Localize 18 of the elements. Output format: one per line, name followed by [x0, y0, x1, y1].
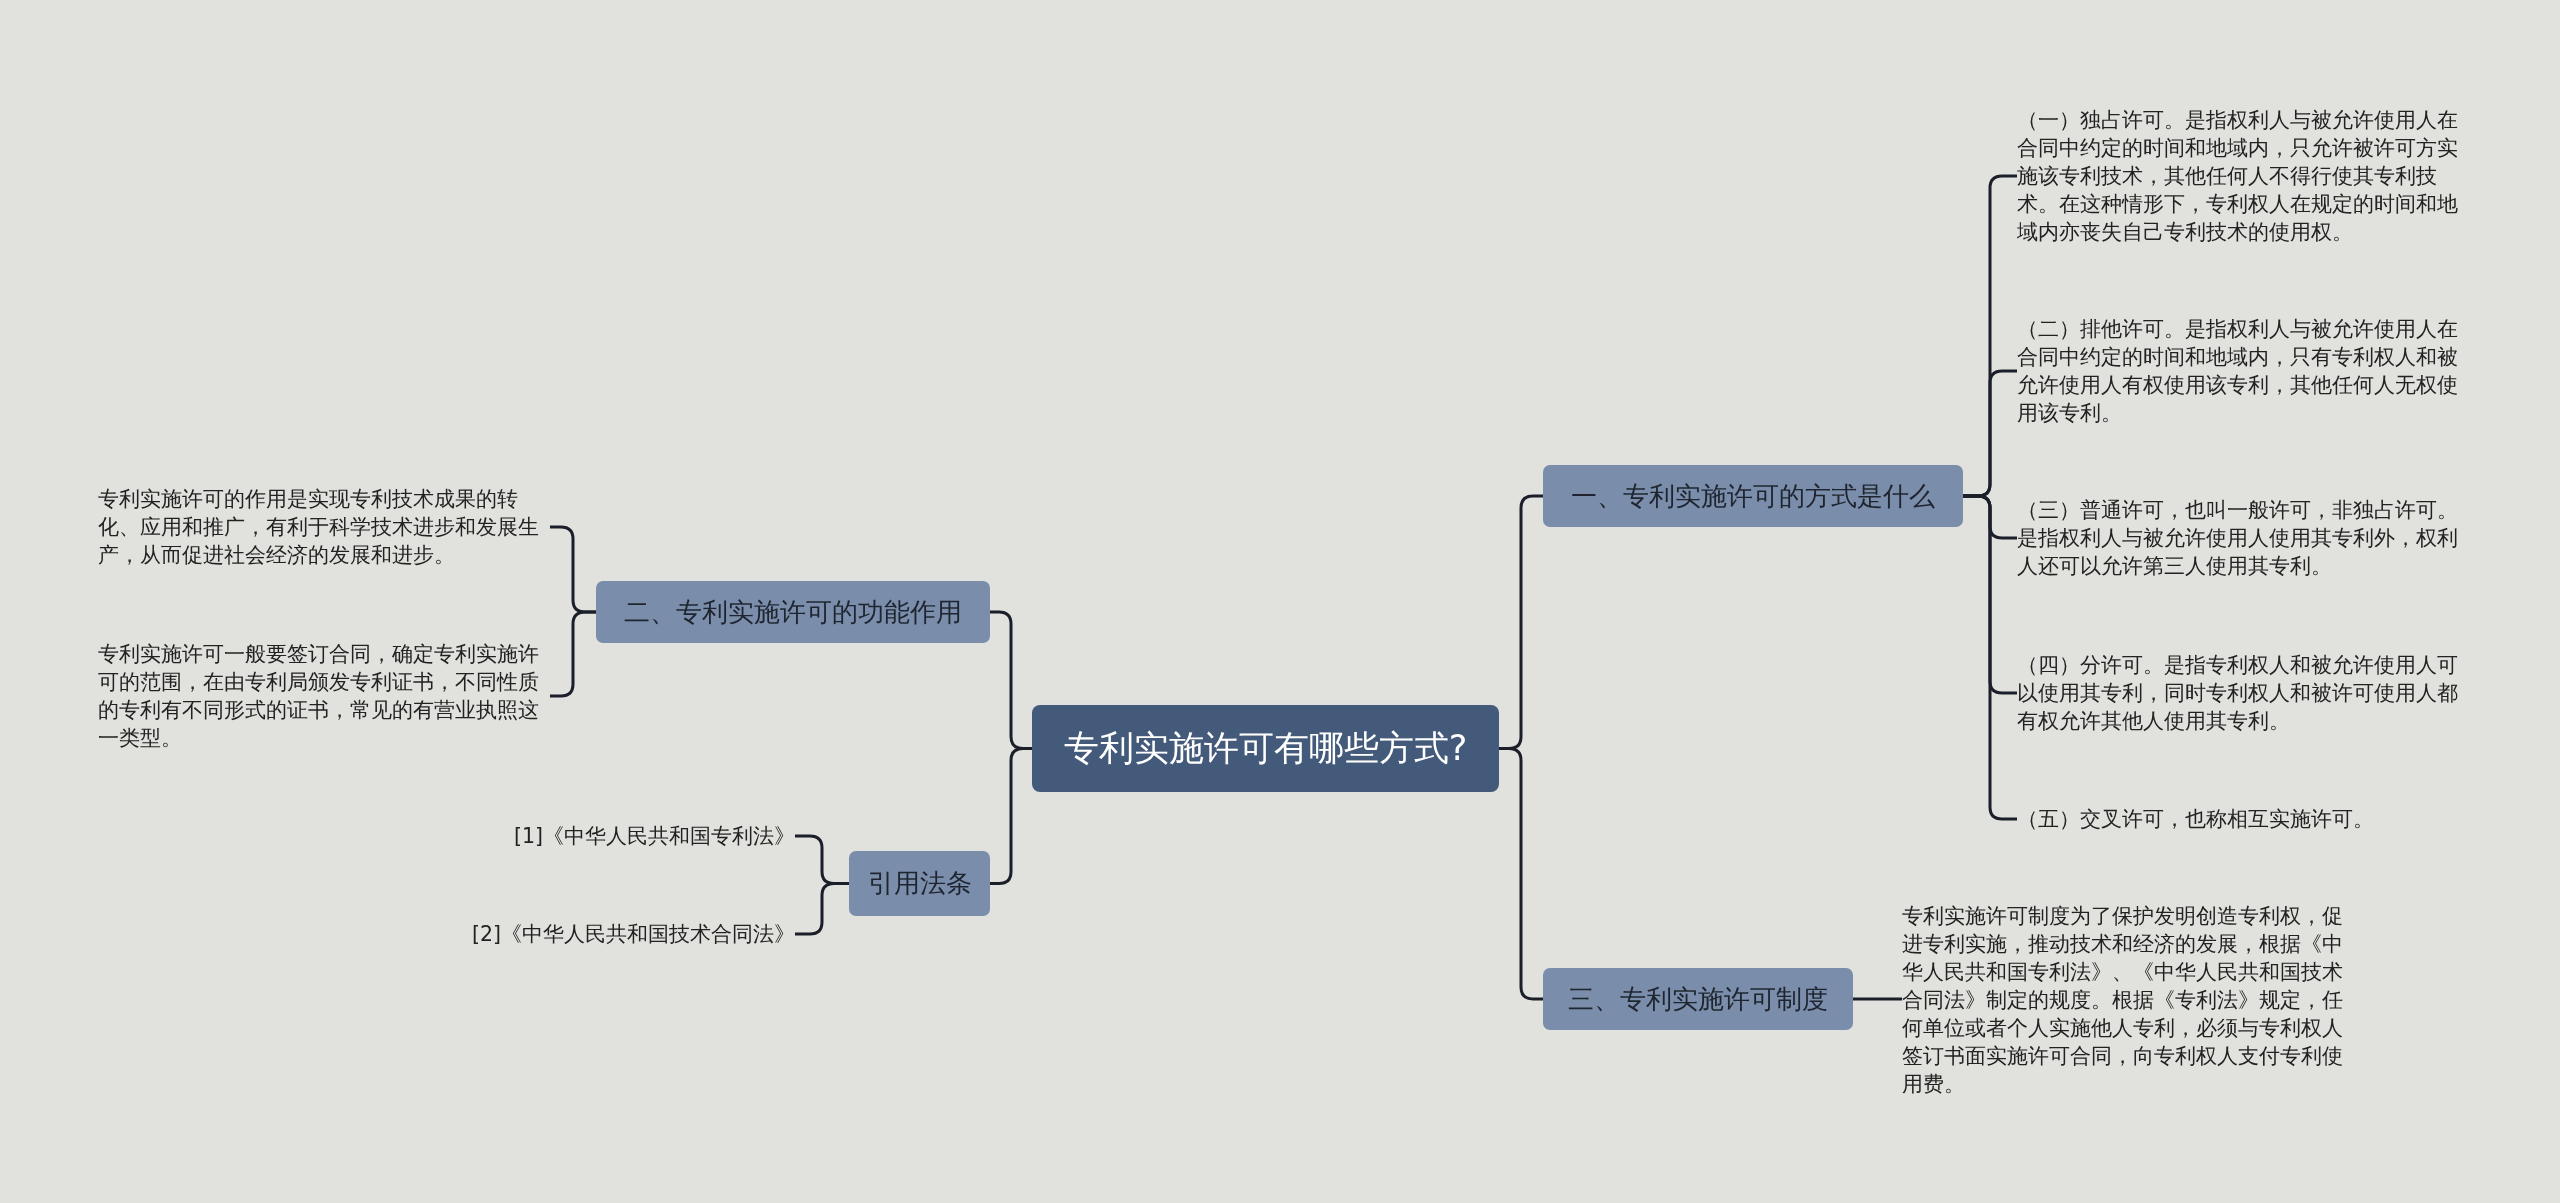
topic-box: 一、专利实施许可的方式是什么 — [1543, 465, 1963, 527]
connector-line — [1853, 997, 1902, 1001]
topic-box: 三、专利实施许可制度 — [1543, 968, 1853, 1030]
connector-line — [1499, 747, 1543, 1001]
topic-text: （五）交叉许可，也称相互实施许可。 — [2017, 805, 2467, 833]
topic-text: （二）排他许可。是指权利人与被允许使用人在合同中约定的时间和地域内，只有专利权人和被允许使用人有权使用该专利，其他任何人无权使用该专利。 — [2017, 315, 2467, 427]
central-topic-box: 专利实施许可有哪些方式? — [1032, 705, 1499, 792]
topic-text: 专利实施许可的作用是实现专利技术成果的转化、应用和推广，有利于科学技术进步和发展生产，从而促进社会经济的发展和进步。 — [98, 485, 550, 569]
topic-box: 二、专利实施许可的功能作用 — [596, 581, 990, 643]
topic-text: [2]《中华人民共和国技术合同法》 — [425, 920, 795, 948]
topic-text: （一）独占许可。是指权利人与被允许使用人在合同中约定的时间和地域内，只允许被许可方实施该专利技术，其他任何人不得行使其专利技术。在这种情形下，专利权人在规定的时间和地域内亦丧失自己专利技术的使用权。 — [2017, 106, 2467, 246]
topic-text: （三）普通许可，也叫一般许可，非独占许可。是指权利人与被允许使用人使用其专利外，权利人还可以允许第三人使用其专利。 — [2017, 496, 2467, 580]
topic-box: 引用法条 — [849, 851, 990, 916]
topic-text: 专利实施许可一般要签订合同，确定专利实施许可的范围，在由专利局颁发专利证书，不同性质的专利有不同形式的证书，常见的有营业执照这一类型。 — [98, 640, 550, 752]
topic-text: 专利实施许可制度为了保护发明创造专利权，促进专利实施，推动技术和经济的发展，根据《中华人民共和国专利法》、《中华人民共和国技术合同法》制定的规度。根据《专利法》规定，任何单位或者个人实施他人专利，必须与专利权人签订书面实施许可合同，向专利权人支付专利使用费。 — [1902, 902, 2354, 1098]
topic-text: [1]《中华人民共和国专利法》 — [425, 822, 795, 850]
connector-line — [990, 747, 1032, 885]
topic-text: （四）分许可。是指专利权人和被允许使用人可以使用其专利，同时专利权人和被许可使用人都有权允许其他人使用其专利。 — [2017, 651, 2467, 735]
